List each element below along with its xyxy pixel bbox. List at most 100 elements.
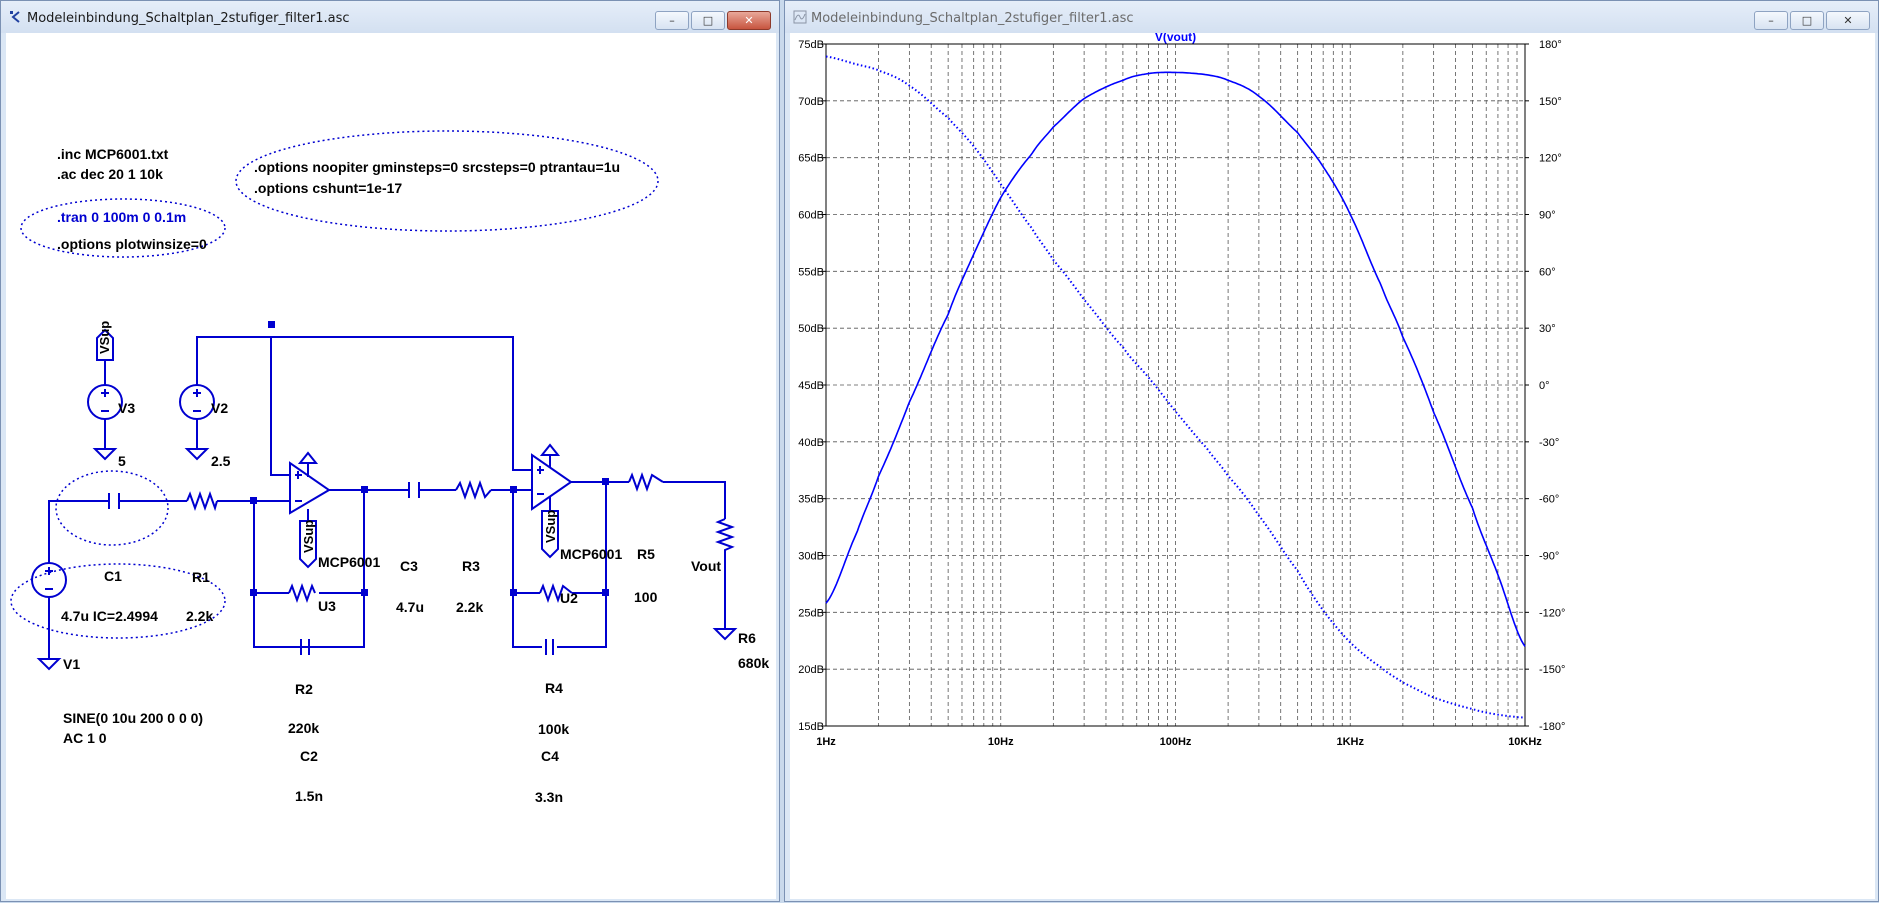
ltspice-schematic-icon	[10, 11, 20, 23]
y-left-tick-label: 50dB	[798, 323, 824, 335]
y-right-tick-label: 0°	[1539, 380, 1550, 392]
ground-symbols	[36, 448, 738, 671]
phase-curve	[825, 55, 1526, 719]
plot-canvas[interactable]: V(vout) 1Hz 10Hz 100Hz 1KHz 10KHz 75dB 70dB 65…	[790, 30, 1875, 899]
minimize-icon: –	[1768, 14, 1774, 27]
plot-frame	[825, 43, 1526, 727]
plot-close-button[interactable]: ✕	[1826, 11, 1870, 30]
c2-value: 1.5n	[295, 788, 323, 804]
y-right-tick-label: 90°	[1539, 210, 1556, 222]
close-icon: ✕	[1843, 14, 1853, 27]
junctions	[250, 321, 609, 596]
x-tick-label: 100Hz	[1160, 736, 1192, 748]
x-tick-label: 1Hz	[816, 736, 836, 748]
r3-value: 2.2k	[456, 599, 483, 615]
v3-value: 5	[118, 453, 126, 469]
minimize-icon: –	[669, 14, 675, 27]
directive-tran: .tran 0 100m 0 0.1m	[57, 209, 186, 225]
y-left-tick-label: 75dB	[798, 39, 824, 51]
directive-plotwinsize: .options plotwinsize=0	[57, 236, 207, 252]
directive-inc: .inc MCP6001.txt	[57, 146, 169, 162]
u2-model: MCP6001	[560, 546, 622, 562]
x-tick-label: 10KHz	[1508, 736, 1542, 748]
y-left-tick-label: 65dB	[798, 153, 824, 165]
v1-value-ac: AC 1 0	[63, 730, 107, 746]
v2-label: V2	[211, 400, 228, 416]
capacitors	[105, 482, 554, 655]
directive-ac: .ac dec 20 1 10k	[57, 166, 163, 182]
r4-value: 100k	[538, 721, 569, 737]
y-left-tick-label: 15dB	[798, 721, 824, 733]
y-left-tick-label: 60dB	[798, 210, 824, 222]
r3-label: R3	[462, 558, 480, 574]
y-right-tick-label: 180°	[1539, 39, 1562, 51]
y-right-tick-label: -30°	[1539, 437, 1559, 449]
y-left-tick-label: 55dB	[798, 266, 824, 278]
directive-options2: .options cshunt=1e-17	[254, 180, 402, 196]
y-left-tick-label: 30dB	[798, 551, 824, 563]
v2-value: 2.5	[211, 453, 231, 469]
r5-value: 100	[634, 589, 658, 605]
magnitude-curve	[825, 71, 1526, 647]
close-button[interactable]: ✕	[727, 11, 771, 30]
u2-flag-label: VSup	[543, 510, 558, 543]
u2-label: U2	[560, 590, 578, 606]
c1-value: 4.7u IC=2.4994	[61, 608, 158, 624]
u3-label: U3	[318, 598, 336, 614]
y-left-tick-label: 70dB	[798, 96, 824, 108]
maximize-button[interactable]: □	[691, 11, 725, 30]
y-right-tick-label: -90°	[1539, 551, 1559, 563]
chart-title: V(vout)	[1155, 33, 1196, 44]
vout-label: Vout	[691, 558, 721, 574]
v1-label: V1	[63, 656, 80, 672]
y-right-tick-label: 150°	[1539, 96, 1562, 108]
y-left-tick-label: 35dB	[798, 494, 824, 506]
y-right-tick-label: -150°	[1539, 664, 1565, 676]
y-left-tick-label: 25dB	[798, 607, 824, 619]
y-left-tick-label: 45dB	[798, 380, 824, 392]
c2-label: C2	[300, 748, 318, 764]
plot-window-title: Modeleinbindung_Schaltplan_2stufiger_fil…	[811, 11, 1134, 26]
maximize-icon: □	[702, 14, 714, 27]
r6-label: R6	[738, 630, 756, 646]
c3-value: 4.7u	[396, 599, 424, 615]
y-right-tick-label: 60°	[1539, 266, 1556, 278]
minimize-button[interactable]: –	[655, 11, 689, 30]
v3-flag-label: VSup	[97, 321, 112, 354]
schematic-titlebar[interactable]: Modeleinbindung_Schaltplan_2stufiger_fil…	[1, 1, 779, 33]
opamp-symbols	[289, 453, 573, 515]
y-right-tick-label: 120°	[1539, 153, 1562, 165]
plot-minimize-button[interactable]: –	[1754, 11, 1788, 30]
plot-titlebar[interactable]: Modeleinbindung_Schaltplan_2stufiger_fil…	[785, 1, 1878, 33]
schematic-drawing[interactable]: .inc MCP6001.txt .ac dec 20 1 10k .tran …	[6, 33, 776, 899]
y-right-tick-label: 30°	[1539, 323, 1556, 335]
y-left-tick-label: 40dB	[798, 437, 824, 449]
schematic-window-title: Modeleinbindung_Schaltplan_2stufiger_fil…	[27, 11, 350, 26]
directive-options1: .options noopiter gminsteps=0 srcsteps=0…	[254, 159, 620, 175]
r4-label: R4	[545, 680, 563, 696]
bode-plot[interactable]: V(vout) 1Hz 10Hz 100Hz 1KHz 10KHz 75dB 70dB 65…	[790, 30, 1875, 899]
x-tick-label: 1KHz	[1336, 736, 1364, 748]
wires	[48, 336, 726, 659]
c1-label: C1	[104, 568, 122, 584]
highlight-ellipses	[10, 130, 659, 639]
schematic-window: Modeleinbindung_Schaltplan_2stufiger_fil…	[0, 0, 780, 902]
r1-value: 2.2k	[186, 608, 213, 624]
y-right-tick-label: -120°	[1539, 607, 1565, 619]
c4-value: 3.3n	[535, 789, 563, 805]
maximize-icon: □	[1801, 14, 1813, 27]
y-right-tick-label: -180°	[1539, 721, 1565, 733]
close-icon: ✕	[744, 14, 754, 27]
v1-value-sine: SINE(0 10u 200 0 0 0)	[63, 710, 203, 726]
u3-model: MCP6001	[318, 554, 380, 570]
resistors	[186, 472, 735, 603]
schematic-canvas[interactable]: .inc MCP6001.txt .ac dec 20 1 10k .tran …	[6, 33, 776, 899]
r2-label: R2	[295, 681, 313, 697]
vsup-flags	[96, 328, 561, 569]
plot-window: Modeleinbindung_Schaltplan_2stufiger_fil…	[784, 0, 1879, 902]
u3-flag-label: VSup	[301, 520, 316, 553]
x-tick-label: 10Hz	[988, 736, 1014, 748]
r5-label: R5	[637, 546, 655, 562]
plot-maximize-button[interactable]: □	[1790, 11, 1824, 30]
r1-label: R1	[192, 569, 210, 585]
